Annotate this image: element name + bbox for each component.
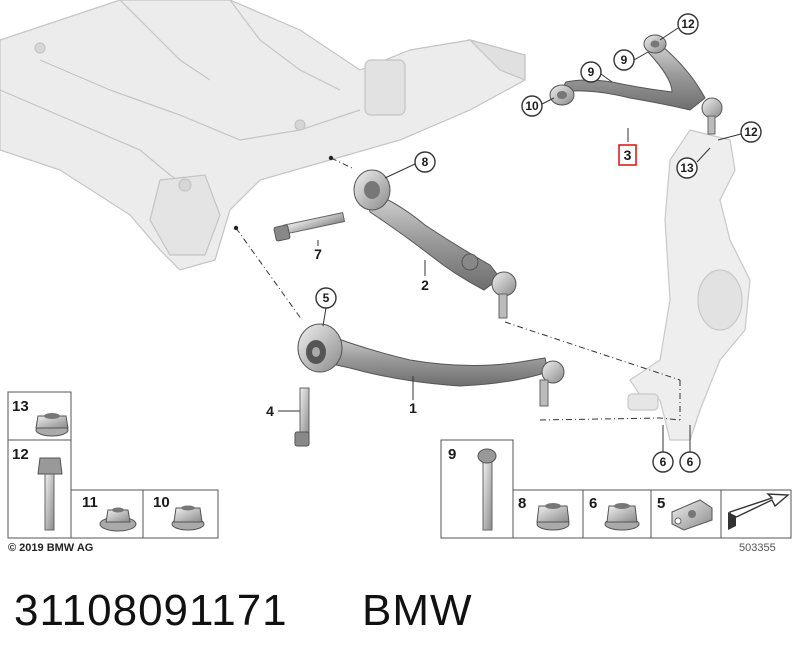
svg-text:3: 3 — [624, 147, 632, 163]
callout-9-lower: 9 — [580, 61, 602, 83]
part-label-7: 7 — [314, 246, 322, 262]
flange-nut-icon — [171, 505, 205, 531]
flange-nut-icon — [35, 413, 69, 437]
svg-text:9: 9 — [448, 446, 456, 463]
bracket-clip-icon — [671, 499, 713, 531]
part-label-2: 2 — [421, 277, 429, 293]
svg-text:6: 6 — [687, 455, 694, 469]
hardware-box-9: 9 — [448, 446, 497, 531]
flange-nut-icon — [604, 503, 640, 531]
flange-nut-icon — [536, 503, 570, 531]
callout-6-right: 6 — [679, 451, 701, 473]
callout-8: 8 — [414, 151, 436, 173]
lower-control-arm — [297, 323, 565, 407]
callout-10: 10 — [521, 95, 543, 117]
svg-text:8: 8 — [422, 155, 429, 169]
drawing-number: 503355 — [739, 542, 776, 554]
hardware-box-5: 5 — [657, 495, 713, 531]
svg-text:6: 6 — [589, 495, 597, 512]
part-label-1: 1 — [409, 400, 417, 416]
svg-text:9: 9 — [621, 53, 628, 67]
svg-text:8: 8 — [518, 495, 526, 512]
leader-lines — [235, 157, 681, 421]
callout-6-left: 6 — [652, 451, 674, 473]
callout-12: 12 — [740, 121, 762, 143]
brand-label: BMW — [362, 586, 473, 635]
parts-diagram: 12 9 9 10 12 13 8 5 6 6 — [0, 0, 792, 539]
steering-knuckle — [627, 129, 751, 441]
hardware-box-11: 11 — [82, 494, 137, 532]
bolt-7 — [273, 212, 346, 242]
hardware-box-8: 8 — [518, 495, 570, 531]
part-label-3-box: 3 — [618, 144, 637, 166]
copyright-notice: © 2019 BMW AG — [8, 542, 94, 554]
part-number: 31108091171 — [14, 586, 288, 635]
front-subframe — [0, 0, 526, 271]
hardware-box-13: 13 — [12, 398, 69, 437]
callout-11-top: 12 — [677, 13, 699, 35]
bolt-icon — [37, 457, 63, 531]
svg-text:13: 13 — [680, 161, 694, 175]
callout-13: 13 — [676, 157, 698, 179]
svg-text:5: 5 — [657, 495, 665, 512]
hardware-grid-left — [7, 391, 219, 539]
callout-5: 5 — [315, 287, 337, 309]
long-bolt-icon — [477, 448, 497, 531]
hardware-box-arrow — [728, 493, 790, 530]
svg-text:12: 12 — [681, 17, 695, 31]
washer-nut-icon — [99, 507, 137, 532]
hardware-box-10: 10 — [153, 494, 205, 531]
svg-text:5: 5 — [323, 291, 330, 305]
svg-text:10: 10 — [153, 494, 170, 511]
bolt-4 — [294, 387, 310, 447]
svg-text:11: 11 — [82, 494, 98, 511]
svg-text:12: 12 — [12, 446, 29, 463]
svg-text:12: 12 — [744, 125, 758, 139]
part-label-4: 4 — [266, 403, 274, 419]
svg-text:13: 13 — [12, 398, 29, 415]
svg-text:6: 6 — [660, 455, 667, 469]
tension-strut — [353, 169, 517, 319]
arrow-icon — [728, 493, 790, 530]
upper-control-arm — [549, 34, 723, 135]
callout-leaders — [322, 27, 742, 452]
hardware-box-6: 6 — [589, 495, 640, 531]
svg-text:10: 10 — [525, 99, 539, 113]
callout-9-upper: 9 — [613, 49, 635, 71]
hardware-box-12: 12 — [12, 446, 63, 531]
svg-text:9: 9 — [588, 65, 595, 79]
